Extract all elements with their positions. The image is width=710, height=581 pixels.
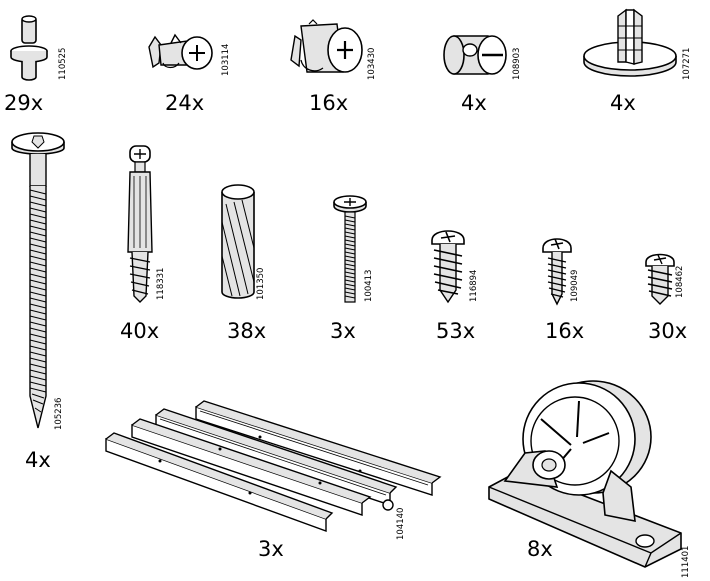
- part-code: 108903: [512, 47, 522, 80]
- part-code: 100413: [364, 269, 374, 302]
- part-code: 116894: [469, 269, 479, 302]
- screw-small-illustration: [537, 234, 577, 310]
- part-code: 103430: [367, 47, 377, 80]
- part-code: 118331: [156, 267, 166, 300]
- quantity-label: 4x: [25, 448, 51, 472]
- screw-medium-illustration: [428, 228, 468, 308]
- castor-wheel-illustration: [485, 375, 685, 575]
- part-code: 103114: [221, 43, 231, 76]
- leveling-foot-illustration: [580, 6, 680, 81]
- cam-lock-small-illustration: [145, 33, 220, 73]
- quantity-label: 30x: [648, 319, 688, 343]
- drawer-rail-illustration: [100, 395, 440, 535]
- quantity-label: 3x: [258, 537, 284, 561]
- part-code: 110525: [58, 47, 68, 80]
- quantity-label: 8x: [527, 537, 553, 561]
- machine-screw-illustration: [330, 192, 370, 306]
- quantity-label: 24x: [165, 91, 205, 115]
- part-code: 109049: [570, 269, 580, 302]
- quantity-label: 38x: [227, 319, 267, 343]
- quantity-label: 16x: [545, 319, 585, 343]
- part-code: 105236: [54, 397, 64, 430]
- part-code: 101350: [256, 267, 266, 300]
- dowel-cap-illustration: [8, 15, 58, 85]
- quantity-label: 3x: [330, 319, 356, 343]
- quantity-label: 4x: [461, 91, 487, 115]
- part-code: 107271: [682, 47, 692, 80]
- cam-dowel-illustration: [120, 144, 160, 306]
- wood-dowel-illustration: [218, 182, 258, 308]
- part-code: 108462: [675, 265, 685, 298]
- part-code: 111401: [681, 545, 691, 578]
- cam-lock-large-illustration: [287, 20, 367, 80]
- screw-short-illustration: [640, 252, 680, 308]
- barrel-nut-illustration: [440, 32, 515, 82]
- long-bolt-illustration: [8, 126, 68, 436]
- part-code: 104140: [396, 507, 406, 540]
- quantity-label: 29x: [4, 91, 44, 115]
- quantity-label: 53x: [436, 319, 476, 343]
- quantity-label: 4x: [610, 91, 636, 115]
- quantity-label: 16x: [309, 91, 349, 115]
- quantity-label: 40x: [120, 319, 160, 343]
